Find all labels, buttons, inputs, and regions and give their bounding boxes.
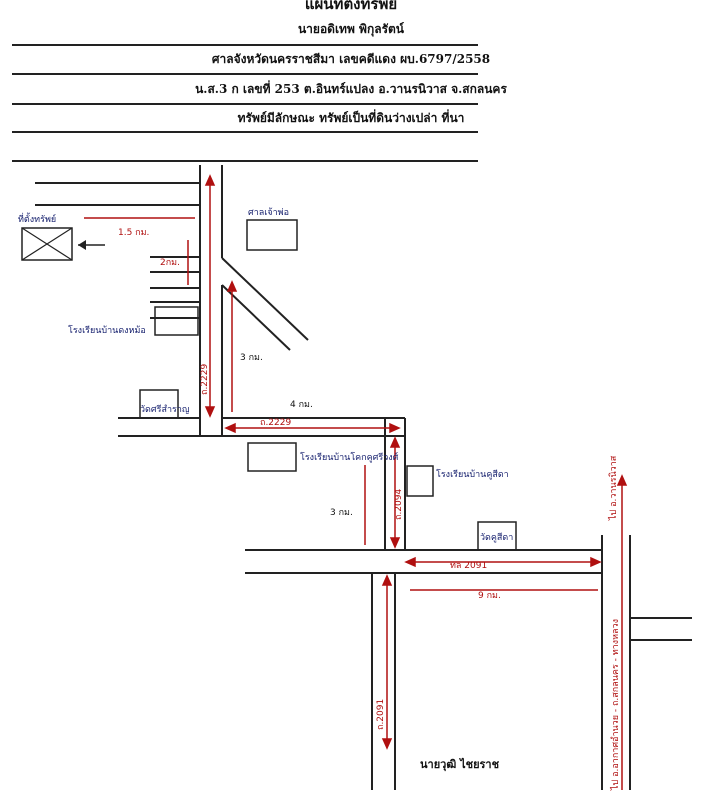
signature: นายวุฒิ ไชยราช: [420, 758, 500, 771]
school-2-building: [247, 442, 297, 472]
divider: [12, 160, 478, 162]
dist-to-property-label: 1.5 กม.: [118, 228, 149, 238]
temple-2-building: [477, 521, 517, 551]
shrine-building: [246, 219, 298, 251]
divider: [12, 103, 478, 105]
distance-arrows: [84, 174, 628, 790]
property-box: [21, 227, 73, 261]
to-amphoe-label: ไป อ.วานรนิวาส: [608, 455, 619, 521]
school-3-building: [406, 465, 434, 497]
divider: [12, 131, 478, 133]
road-2091-label: ทล 2091: [450, 561, 487, 571]
owner-name: นายอดิเทพ พิกุลรัตน์: [297, 22, 405, 36]
dist-3km-top-label: 3 กม.: [240, 353, 263, 363]
school-3-label: โรงเรียนบ้านคูสีดา: [436, 469, 509, 480]
buildings: [21, 219, 517, 551]
temple-1-label: วัดศรีสำราญ: [140, 404, 190, 415]
temple-1-building: [139, 389, 179, 419]
dist-9km-label: 9 กม.: [478, 591, 501, 601]
property-description: ทรัพย์มีลักษณะ ทรัพย์เป็นที่ดินว่างเปล่า…: [237, 111, 465, 125]
road-lines: [35, 165, 692, 790]
road-2094-vertical-label: ถ.2094: [394, 489, 404, 520]
divider: [12, 44, 478, 46]
dist-4km-label: 4 กม.: [290, 400, 313, 410]
temple-2-label: วัดคูสีดา: [480, 532, 513, 543]
property-location-label: ที่ตั้งทรัพย์: [18, 212, 56, 225]
divider: [12, 73, 478, 75]
place-labels: ที่ตั้งทรัพย์ ศาลเจ้าพ่อ โรงเรียนบ้านดงห…: [18, 207, 513, 543]
road-2229-vertical-label: ถ.2229: [200, 364, 210, 395]
road-2229-horizontal-label: ถ.2229: [260, 418, 291, 428]
school-1-building: [154, 306, 199, 336]
road-2091-vertical-label: ถ.2091: [376, 699, 386, 730]
dist-side-label: 2กม.: [160, 258, 180, 268]
road-labels: 1.5 กม. 2กม. ถ.2229 ถ.2229 ถ.2094 ทล 209…: [118, 228, 621, 791]
highway-label: ไป อ.อากาศอำนวย - ถ.สกลนคร - ทางหลวง: [610, 619, 621, 791]
map-title: แผนที่ตั้งทรัพย์: [304, 0, 398, 13]
deed-info: น.ส.3 ก เลขที่ 253 ต.อินทร์แปลง อ.วานรนิ…: [195, 82, 507, 96]
school-1-label: โรงเรียนบ้านดงหม้อ: [68, 325, 146, 336]
school-2-label: โรงเรียนบ้านโคกคูศรีวงศ์: [300, 451, 399, 463]
court-case: ศาลจังหวัดนครราชสีมา เลขคดีแดง ผบ.6797/2…: [211, 52, 491, 66]
shrine-label: ศาลเจ้าพ่อ: [248, 207, 289, 218]
dist-3km-mid-label: 3 กม.: [330, 508, 353, 518]
distance-labels: 3 กม. 4 กม. 3 กม.: [240, 353, 353, 518]
